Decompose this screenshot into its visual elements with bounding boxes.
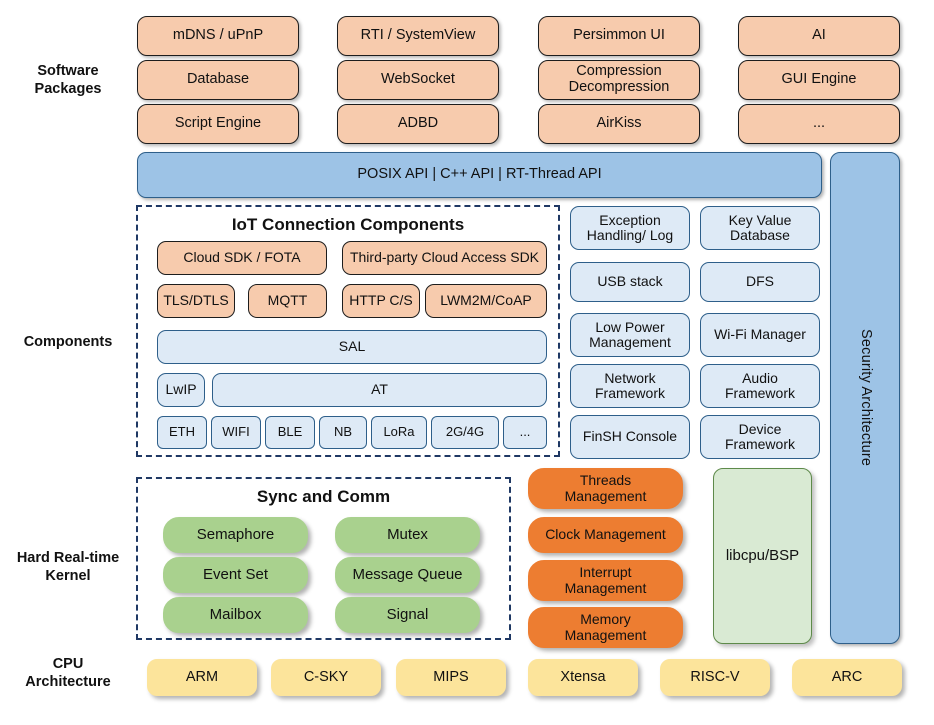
iot-ble[interactable]: BLE <box>265 416 315 449</box>
kernel-interrupt-management[interactable]: Interrupt Management <box>528 560 683 601</box>
cpu-riscv[interactable]: RISC-V <box>660 659 770 696</box>
component-audio-framework[interactable]: Audio Framework <box>700 364 820 408</box>
component-key-value-database[interactable]: Key Value Database <box>700 206 820 250</box>
sync-group-title: Sync and Comm <box>256 487 391 506</box>
iot-lora[interactable]: LoRa <box>371 416 427 449</box>
sync-mailbox[interactable]: Mailbox <box>163 597 308 633</box>
row-label-software-packages: Software Packages <box>34 63 102 98</box>
row-label-components: Components <box>23 334 113 350</box>
iot-nb[interactable]: NB <box>319 416 367 449</box>
iot-2g-4g[interactable]: 2G/4G <box>431 416 499 449</box>
iot-cloud-sdk-fota[interactable]: Cloud SDK / FOTA <box>157 241 327 275</box>
package-rti-systemview[interactable]: RTI / SystemView <box>337 16 499 56</box>
iot-connection-components-group: IoT Connection Components <box>136 205 560 457</box>
cpu-mips[interactable]: MIPS <box>396 659 506 696</box>
kernel-memory-management[interactable]: Memory Management <box>528 607 683 648</box>
package-database[interactable]: Database <box>137 60 299 100</box>
security-architecture-label: Security Architecture <box>857 329 874 467</box>
cpu-arc[interactable]: ARC <box>792 659 902 696</box>
iot-lwm2m-coap[interactable]: LWM2M/CoAP <box>425 284 547 318</box>
sync-message-queue[interactable]: Message Queue <box>335 557 480 593</box>
sync-semaphore[interactable]: Semaphore <box>163 517 308 553</box>
iot-http-cs[interactable]: HTTP C/S <box>342 284 420 318</box>
iot-at[interactable]: AT <box>212 373 547 407</box>
cpu-xtensa[interactable]: Xtensa <box>528 659 638 696</box>
iot-group-title: IoT Connection Components <box>231 215 465 234</box>
package-mdns-upnp[interactable]: mDNS / uPnP <box>137 16 299 56</box>
sync-and-comm-group: Sync and Comm <box>136 477 511 640</box>
cpu-arm[interactable]: ARM <box>147 659 257 696</box>
component-low-power-management[interactable]: Low Power Management <box>570 313 690 357</box>
component-dfs[interactable]: DFS <box>700 262 820 302</box>
package-airkiss[interactable]: AirKiss <box>538 104 700 144</box>
row-label-kernel: Hard Real-time Kernel <box>16 550 120 585</box>
package-gui-engine[interactable]: GUI Engine <box>738 60 900 100</box>
iot-more[interactable]: ... <box>503 416 547 449</box>
component-device-framework[interactable]: Device Framework <box>700 415 820 459</box>
iot-wifi[interactable]: WIFI <box>211 416 261 449</box>
kernel-threads-management[interactable]: Threads Management <box>528 468 683 509</box>
api-bar[interactable]: POSIX API | C++ API | RT-Thread API <box>137 152 822 198</box>
package-script-engine[interactable]: Script Engine <box>137 104 299 144</box>
component-usb-stack[interactable]: USB stack <box>570 262 690 302</box>
package-adbd[interactable]: ADBD <box>337 104 499 144</box>
security-architecture-bar[interactable]: Security Architecture <box>830 152 900 644</box>
iot-tls-dtls[interactable]: TLS/DTLS <box>157 284 235 318</box>
package-persimmon-ui[interactable]: Persimmon UI <box>538 16 700 56</box>
iot-eth[interactable]: ETH <box>157 416 207 449</box>
cpu-csky[interactable]: C-SKY <box>271 659 381 696</box>
package-websocket[interactable]: WebSocket <box>337 60 499 100</box>
iot-third-party-cloud-sdk[interactable]: Third-party Cloud Access SDK <box>342 241 547 275</box>
iot-mqtt[interactable]: MQTT <box>248 284 327 318</box>
row-label-cpu-architecture: CPU Architecture <box>25 656 111 691</box>
iot-sal[interactable]: SAL <box>157 330 547 364</box>
libcpu-bsp[interactable]: libcpu/BSP <box>713 468 812 644</box>
component-wifi-manager[interactable]: Wi-Fi Manager <box>700 313 820 357</box>
sync-event-set[interactable]: Event Set <box>163 557 308 593</box>
component-finsh-console[interactable]: FinSH Console <box>570 415 690 459</box>
iot-lwip[interactable]: LwIP <box>157 373 205 407</box>
component-exception-handling-log[interactable]: Exception Handling/ Log <box>570 206 690 250</box>
sync-mutex[interactable]: Mutex <box>335 517 480 553</box>
package-compression[interactable]: Compression Decompression <box>538 60 700 100</box>
package-ai[interactable]: AI <box>738 16 900 56</box>
package-more[interactable]: ... <box>738 104 900 144</box>
sync-signal[interactable]: Signal <box>335 597 480 633</box>
kernel-clock-management[interactable]: Clock Management <box>528 517 683 553</box>
component-network-framework[interactable]: Network Framework <box>570 364 690 408</box>
